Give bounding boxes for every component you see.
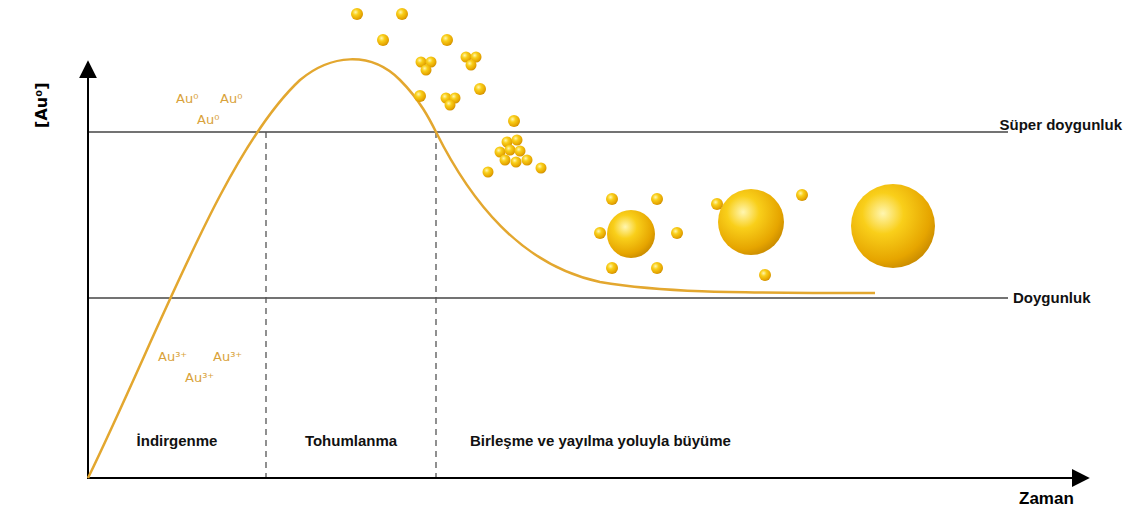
- species-label: Au³⁺: [185, 371, 214, 386]
- species-label: Au⁰: [220, 92, 242, 107]
- species-label: Au³⁺: [213, 350, 242, 365]
- concentration-curve: [88, 59, 875, 478]
- species-label: Au⁰: [197, 113, 219, 128]
- species-label: Au³⁺: [158, 350, 187, 365]
- phase-label: Birleşme ve yayılma yoluyla büyüme: [470, 432, 731, 449]
- supersaturation-line: [88, 131, 1008, 133]
- phase-divider: [265, 132, 266, 478]
- x-axis: [87, 477, 1088, 479]
- saturation-line: [88, 297, 1008, 299]
- species-label: Au⁰: [176, 92, 198, 107]
- phase-label: İndirgenme: [137, 432, 218, 449]
- level-label: Doygunluk: [1013, 289, 1091, 306]
- axis-title: Zaman: [1019, 489, 1074, 509]
- phase-label: Tohumlanma: [305, 432, 397, 449]
- phase-divider: [435, 132, 436, 478]
- axis-title: [Au⁰]: [33, 82, 51, 127]
- level-label: Süper doygunluk: [999, 116, 1122, 133]
- y-axis: [87, 62, 89, 479]
- gold-particles: [351, 8, 935, 281]
